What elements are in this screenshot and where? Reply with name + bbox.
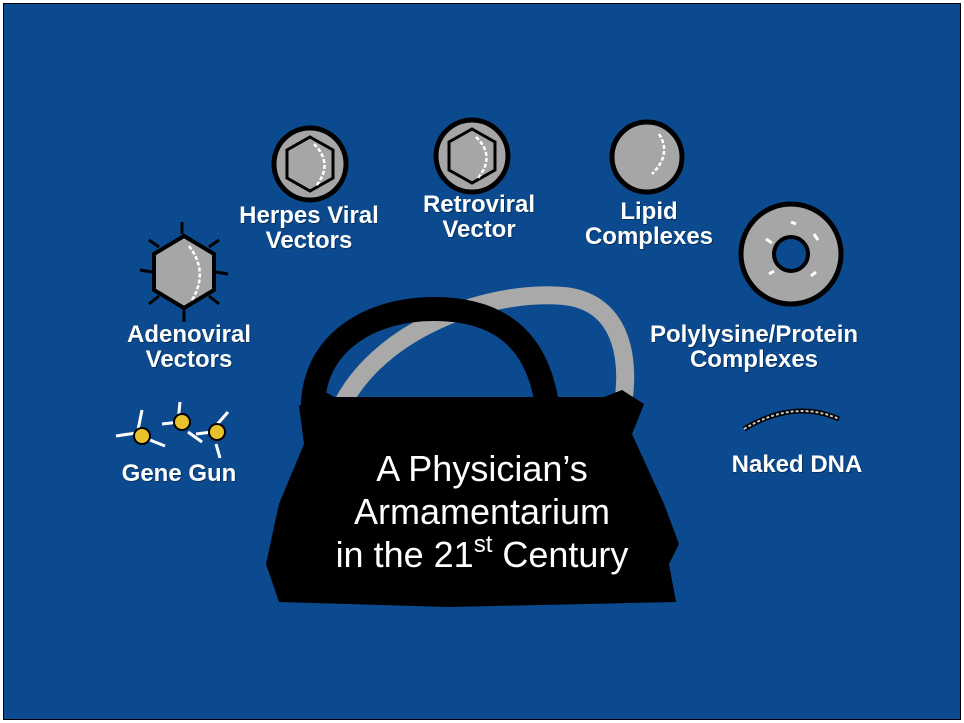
adenoviral-label-line1: Adenoviral — [104, 322, 274, 347]
herpes-vector-label: Herpes Viral Vectors — [214, 203, 404, 253]
naked-dna-label: Naked DNA — [712, 452, 882, 477]
retroviral-vector-icon — [436, 120, 508, 192]
bag-title-line3-suffix: Century — [492, 534, 628, 575]
polylysine-complex-icon — [741, 204, 841, 304]
gene-gun-icon — [116, 402, 228, 458]
naked-dna-icon — [744, 411, 839, 429]
lipid-complex-label: Lipid Complexes — [574, 199, 724, 249]
polylysine-label-line2: Complexes — [619, 347, 889, 372]
herpes-label-line2: Vectors — [214, 228, 404, 253]
bag-title-line3: in the 21st Century — [287, 533, 677, 576]
retroviral-label-line2: Vector — [404, 217, 554, 242]
polylysine-complex-label: Polylysine/Protein Complexes — [619, 322, 889, 372]
bag-title-superscript: st — [474, 531, 493, 558]
bag-title-line3-prefix: in the 21 — [336, 534, 474, 575]
bag-title-line1: A Physician’s — [287, 447, 677, 490]
slide: Herpes Viral Vectors Retroviral Vector L… — [3, 3, 961, 720]
herpes-vector-icon — [274, 128, 346, 200]
adenoviral-label-line2: Vectors — [104, 347, 274, 372]
lipid-label-line1: Lipid — [574, 199, 724, 224]
retroviral-label-line1: Retroviral — [404, 192, 554, 217]
bag-title: A Physician’s Armamentarium in the 21st … — [287, 447, 677, 576]
gene-gun-label: Gene Gun — [99, 461, 259, 486]
polylysine-label-line1: Polylysine/Protein — [619, 322, 889, 347]
retroviral-vector-label: Retroviral Vector — [404, 192, 554, 242]
herpes-label-line1: Herpes Viral — [214, 203, 404, 228]
bag-title-line2: Armamentarium — [287, 490, 677, 533]
adenoviral-vector-label: Adenoviral Vectors — [104, 322, 274, 372]
lipid-complex-icon — [612, 122, 682, 192]
lipid-label-line2: Complexes — [574, 224, 724, 249]
